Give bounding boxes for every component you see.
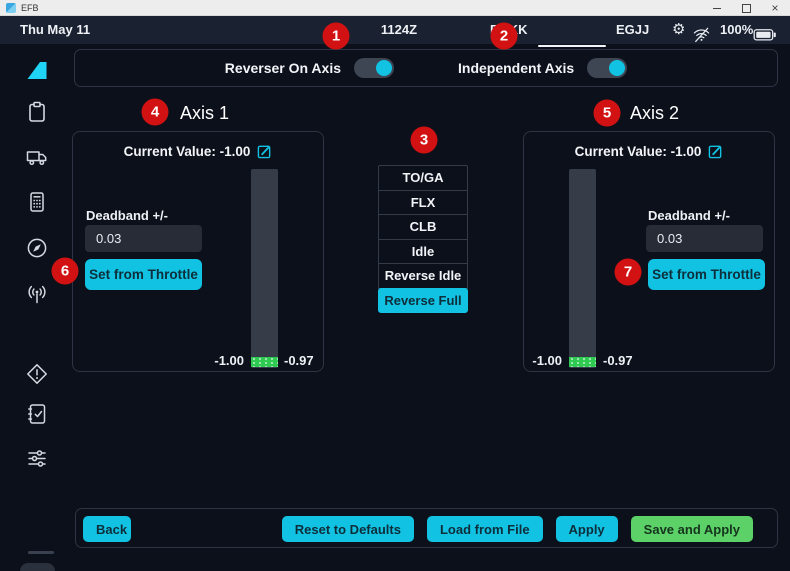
failures-warning-icon[interactable] <box>25 362 49 386</box>
atc-antenna-icon[interactable] <box>25 282 49 306</box>
status-date: Thu May 11 <box>20 22 91 37</box>
settings-gear-icon[interactable]: ⚙ <box>672 21 686 38</box>
annotation-badge-3: 3 <box>410 126 438 154</box>
annotation-badge-2: 2 <box>490 22 518 50</box>
os-titlebar: EFB × <box>0 0 790 16</box>
edit-pencil-icon[interactable] <box>708 144 723 159</box>
close-button[interactable]: × <box>771 0 779 15</box>
axis2-current-value: Current Value: -1.00 <box>524 144 774 159</box>
status-bar: Thu May 11 1124Z EGKK EGJJ ⚙ 100% <box>0 16 790 47</box>
axis1-set-from-throttle-button[interactable]: Set from Throttle <box>85 259 202 290</box>
flybywire-logo-icon <box>25 59 49 83</box>
axis1-current-value: Current Value: -1.00 <box>73 144 323 159</box>
axis1-throttle-bar[interactable] <box>251 169 278 368</box>
load-from-file-button[interactable]: Load from File <box>426 516 543 542</box>
annotation-badge-5: 5 <box>593 99 621 127</box>
detent-clb[interactable]: CLB <box>378 214 468 240</box>
independent-axis-group: Independent Axis <box>458 58 628 78</box>
presets-sliders-icon[interactable] <box>25 446 49 470</box>
axis1-deadband-label: Deadband +/- <box>86 208 168 223</box>
axis2-bar-max: -0.97 <box>603 353 633 368</box>
toggle-knob <box>376 60 393 76</box>
window-title: EFB <box>21 2 39 13</box>
toggle-knob <box>609 60 626 76</box>
footer-bar: Back Reset to Defaults Load from File Ap… <box>75 508 778 548</box>
axis2-deadband-label: Deadband +/- <box>648 208 730 223</box>
independent-axis-label: Independent Axis <box>458 60 575 76</box>
edit-pencil-icon[interactable] <box>257 144 272 159</box>
axis2-deadband-input[interactable] <box>646 225 763 252</box>
minimize-button[interactable] <box>712 3 722 13</box>
current-value-text: Current Value: -1.00 <box>123 144 251 159</box>
axis2-bar-min: -1.00 <box>532 353 562 368</box>
axis2-set-from-throttle-button[interactable]: Set from Throttle <box>648 259 765 290</box>
axis1-bar-max: -0.97 <box>284 353 314 368</box>
current-value-text: Current Value: -1.00 <box>574 144 702 159</box>
sidebar-divider <box>28 551 54 554</box>
app-icon <box>6 2 16 13</box>
reverser-on-axis-group: Reverser On Axis <box>224 58 395 78</box>
wifi-off-icon <box>692 26 711 48</box>
ground-services-truck-icon[interactable] <box>25 145 49 169</box>
axis1-bar-min: -1.00 <box>214 353 244 368</box>
axis-options-bar: Reverser On Axis Independent Axis <box>74 49 778 87</box>
reverser-on-axis-toggle[interactable] <box>354 58 395 78</box>
reset-to-defaults-button[interactable]: Reset to Defaults <box>281 516 414 542</box>
battery-percent: 100% <box>720 22 754 37</box>
flight-progress-line <box>538 45 606 47</box>
checklists-icon[interactable] <box>25 402 49 426</box>
sidebar-settings-button[interactable]: ⚙ <box>20 563 55 571</box>
annotation-badge-7: 7 <box>614 258 642 286</box>
axis2-heading: Axis 2 <box>630 103 680 123</box>
sidebar: ⚙ <box>0 44 70 571</box>
axis2-throttle-bar[interactable] <box>569 169 596 368</box>
axis2-deadband-zone <box>569 357 596 367</box>
maximize-button[interactable] <box>741 3 751 13</box>
performance-calculator-icon[interactable] <box>25 190 49 214</box>
annotation-badge-4: 4 <box>141 98 169 126</box>
detent-reverse-full[interactable]: Reverse Full <box>378 287 468 313</box>
axis1-panel: Current Value: -1.00 -1.00 -0.97 Deadban… <box>72 131 324 372</box>
dashboard-clipboard-icon[interactable] <box>25 100 49 124</box>
axis1-deadband-zone <box>251 357 278 367</box>
axis1-deadband-input[interactable] <box>85 225 202 252</box>
annotation-badge-1: 1 <box>322 22 350 50</box>
apply-button[interactable]: Apply <box>555 516 618 542</box>
independent-axis-toggle[interactable] <box>587 58 628 78</box>
status-time: 1124Z <box>380 22 418 37</box>
back-button[interactable]: Back <box>83 516 131 542</box>
detent-toga[interactable]: TO/GA <box>378 165 468 191</box>
reverser-on-axis-label: Reverser On Axis <box>224 60 342 76</box>
annotation-badge-6: 6 <box>51 257 79 285</box>
detent-idle[interactable]: Idle <box>378 238 468 264</box>
navigation-compass-icon[interactable] <box>25 236 49 260</box>
battery-icon <box>753 28 777 46</box>
flight-destination: EGJJ <box>616 22 650 37</box>
save-and-apply-button[interactable]: Save and Apply <box>630 516 753 542</box>
axis2-panel: Current Value: -1.00 -1.00 -0.97 Deadban… <box>523 131 775 372</box>
axis1-heading: Axis 1 <box>180 103 230 123</box>
detent-reverse-idle[interactable]: Reverse Idle <box>378 263 468 289</box>
detent-flx[interactable]: FLX <box>378 189 468 215</box>
detent-list: TO/GA FLX CLB Idle Reverse Idle Reverse … <box>378 165 468 313</box>
